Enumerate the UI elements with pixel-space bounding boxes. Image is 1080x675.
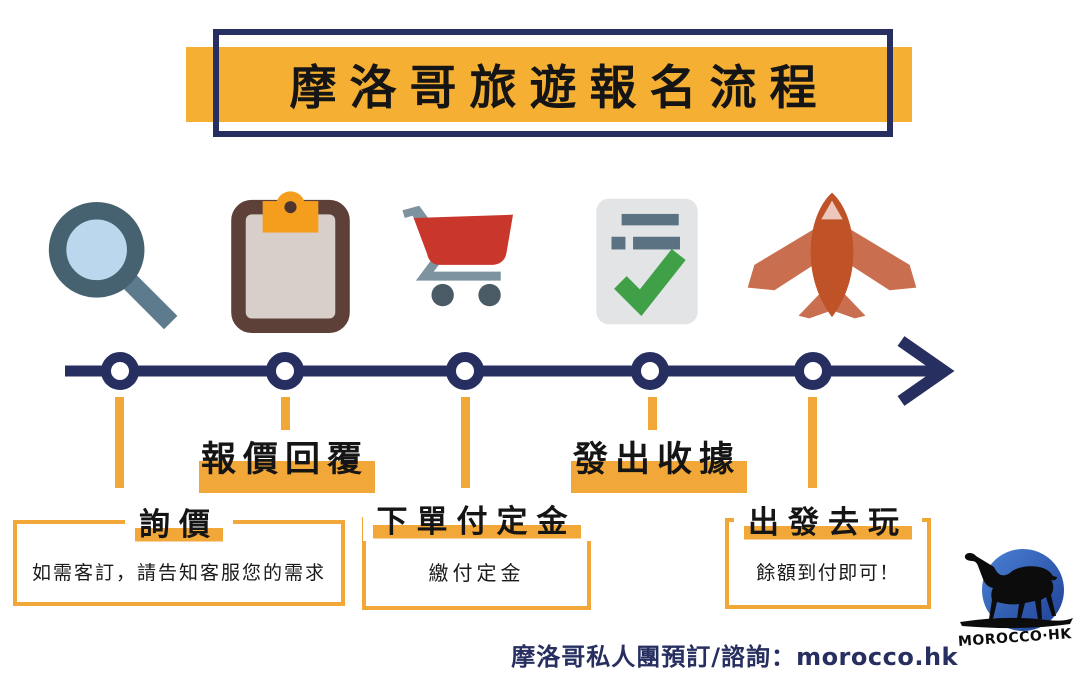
footer-website: morocco.hk [796,643,958,671]
magnifier-icon [48,202,178,330]
step-label-quote-reply: 報價回覆 [198,431,376,493]
step-box-order-deposit: 下單付定金 繳付定金 [362,496,591,610]
airplane-icon [747,192,917,319]
step-label-receipt-issued: 發出收據 [570,431,748,493]
logo-wordmark: MOROCCO·HK [958,626,1073,650]
box-title: 詢價 [125,499,233,544]
logo-ground-line [960,617,1073,629]
camel-silhouette [964,553,1057,619]
morocco-hk-logo: MOROCCO·HK [958,549,1073,650]
box-title: 下單付定金 [362,496,591,541]
timeline-arrow [65,336,955,406]
highlighted-text: 報價回覆 [198,440,376,493]
highlighted-text: 下單付定金 [372,504,581,540]
page-title: 摩洛哥旅遊報名流程 [289,60,830,116]
highlighted-text: 出發去玩 [744,505,912,541]
clipboard-icon [231,191,350,333]
timeline-tick [281,397,290,430]
box-title: 出發去玩 [734,497,922,542]
footer-label: 摩洛哥私人團預訂/諮詢： [511,643,797,671]
step-box-inquiry: 詢價 如需客訂，請告知客服您的需求 [13,499,345,606]
shopping-cart-icon [402,205,514,307]
highlighted-text: 發出收據 [570,440,748,493]
banner-highlight-bar [186,47,912,122]
box-description: 如需客訂，請告知客服您的需求 [31,561,326,584]
timeline-tick [648,397,657,430]
timeline-tick [808,397,817,488]
timeline-tick [461,397,470,488]
receipt-check-icon [596,198,698,325]
highlighted-text: 詢價 [135,507,223,543]
box-description: 繳付定金 [428,561,525,585]
box-description: 餘額到付即可！ [756,562,900,584]
title-frame [213,29,893,137]
timeline-tick [115,397,124,488]
step-box-departure: 出發去玩 餘額到付即可！ [725,497,931,609]
footer-contact: 摩洛哥私人團預訂/諮詢：morocco.hk [511,637,958,672]
